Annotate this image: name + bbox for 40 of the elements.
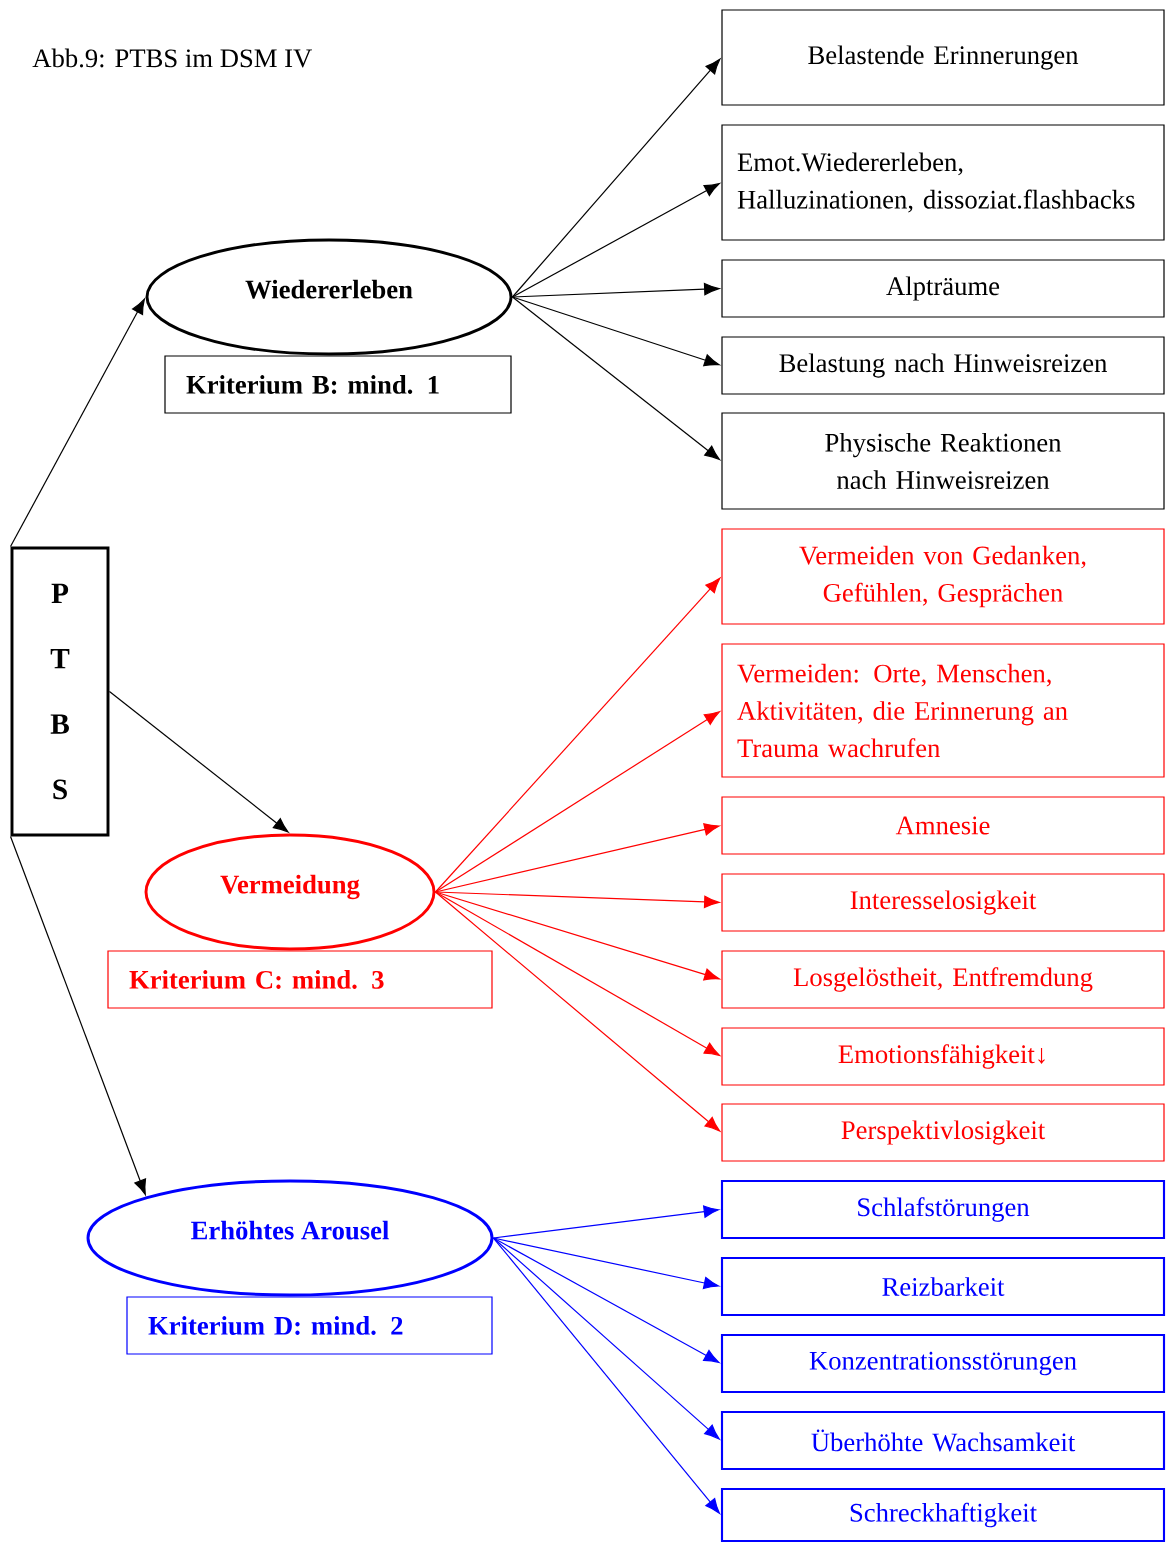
symptom-box: Konzentrationsstörungen <box>720 1333 1166 1394</box>
symptom-box: Emotionsfähigkeit↓ <box>721 1027 1165 1086</box>
symptom-box: Perspektivlosigkeit <box>721 1103 1165 1162</box>
symptom-box: Physische Reaktionen nach Hinweisreizen <box>721 412 1165 510</box>
arrow <box>108 690 289 833</box>
criterion-box: Kriterium D: mind. 2 <box>126 1296 493 1355</box>
arrow <box>511 296 721 461</box>
label-box: P T B S <box>10 546 110 837</box>
symptom-box: Reizbarkeit <box>720 1256 1166 1317</box>
arrow <box>434 577 721 893</box>
symptom-box: Emot.Wiedererleben, Halluzinationen, dissoziat.flashbacks <box>721 124 1165 241</box>
symptom-box: Belastung nach Hinweisreizen <box>721 336 1165 395</box>
ellipse-node: Vermeidung <box>144 833 436 951</box>
criterion-box: Kriterium C: mind. 3 <box>107 950 493 1009</box>
criterion-box: Kriterium B: mind. 1 <box>164 355 512 414</box>
arrow <box>511 296 720 367</box>
symptom-box: Amnesie <box>721 796 1165 855</box>
ellipse-node: Erhöhtes Arousel <box>86 1179 494 1297</box>
ellipse-node: Wiedererleben <box>145 238 513 356</box>
arrow <box>434 711 720 893</box>
symptom-box: Vermeiden: Orte, Menschen, Aktivitäten, die Erinnerung an Trauma wachrufen <box>721 643 1165 778</box>
arrow <box>9 835 147 1195</box>
symptom-box: Interesselosigkeit <box>721 873 1165 932</box>
symptom-box: Belastende Erinnerungen <box>721 9 1165 106</box>
arrow <box>492 1237 720 1363</box>
symptom-box: Schlafstörungen <box>720 1179 1166 1240</box>
title-text: Abb.9: PTBS im DSM IV <box>32 48 312 68</box>
arrow <box>511 58 721 298</box>
arrow <box>434 891 721 1132</box>
arrow <box>434 891 720 1056</box>
arrow <box>492 1237 720 1514</box>
symptom-box: Losgelöstheit, Entfremdung <box>721 950 1165 1009</box>
symptom-box: Überhöhte Wachsamkeit <box>720 1410 1166 1471</box>
arrow <box>492 1205 720 1239</box>
arrow <box>9 298 145 548</box>
symptom-box: Schreckhaftigkeit <box>720 1487 1166 1543</box>
symptom-box: Alpträume <box>721 259 1165 318</box>
symptom-box: Vermeiden von Gedanken, Gefühlen, Gesprächen <box>721 528 1165 625</box>
arrow <box>511 283 720 298</box>
arrow <box>511 183 720 298</box>
